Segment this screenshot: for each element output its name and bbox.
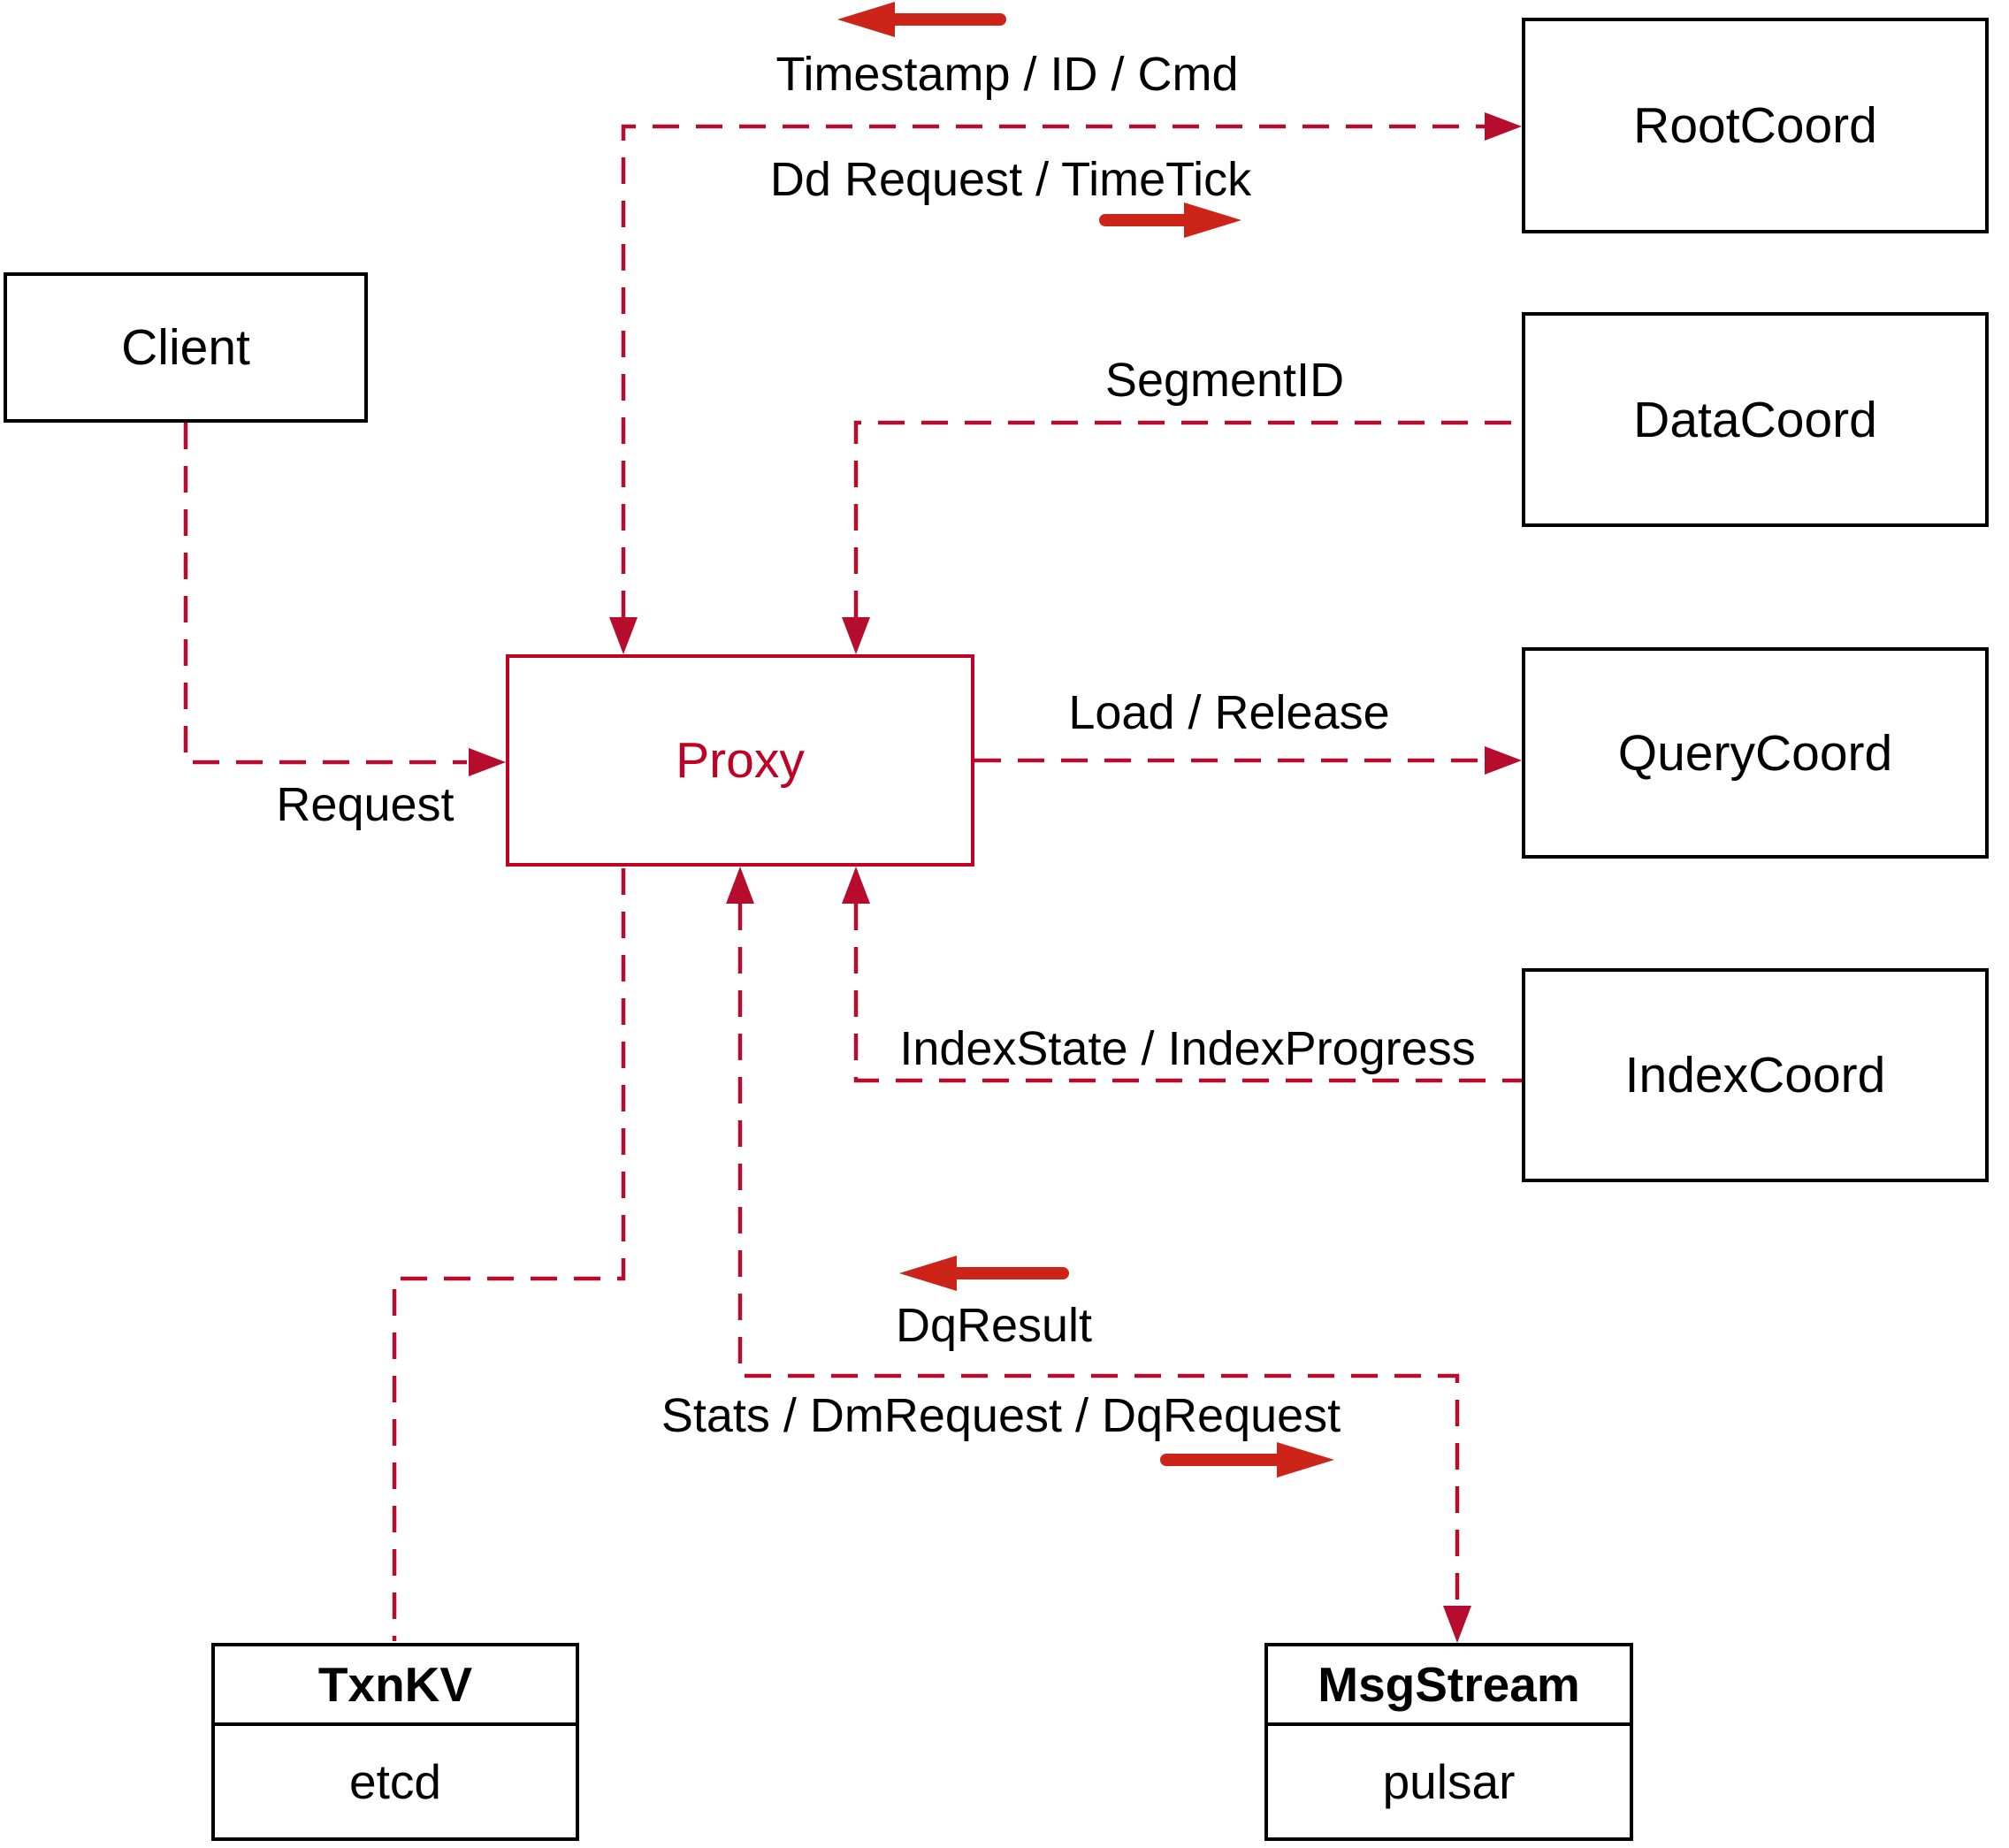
node-msgstream-title: MsgStream — [1268, 1646, 1630, 1726]
node-querycoord-label: QueryCoord — [1617, 724, 1893, 782]
node-rootcoord: RootCoord — [1522, 18, 1989, 233]
edge-label-index-state-progress: IndexState / IndexProgress — [899, 1022, 1476, 1075]
edge-label-load-release: Load / Release — [1068, 686, 1390, 739]
edge-indexcoord-proxy — [842, 867, 1522, 1083]
node-querycoord: QueryCoord — [1522, 647, 1989, 859]
node-indexcoord-label: IndexCoord — [1624, 1047, 1886, 1103]
node-proxy: Proxy — [506, 654, 974, 867]
direction-arrow-stats-right — [1160, 1442, 1334, 1478]
edge-label-dq-result: DqResult — [895, 1299, 1093, 1352]
edge-proxy-msgstream — [726, 867, 1471, 1643]
edge-datacoord-proxy — [842, 420, 1522, 654]
node-client-label: Client — [121, 319, 250, 376]
node-msgstream-subtitle: pulsar — [1382, 1754, 1516, 1809]
edge-proxy-txnkv — [392, 868, 626, 1641]
node-datacoord: DataCoord — [1522, 312, 1989, 527]
node-datacoord-label: DataCoord — [1633, 391, 1877, 448]
edge-label-timestamp-id-cmd: Timestamp / ID / Cmd — [775, 48, 1239, 101]
edge-label-dd-request-timetick: Dd Request / TimeTick — [769, 153, 1252, 206]
node-rootcoord-label: RootCoord — [1633, 97, 1877, 154]
direction-arrow-ddrequest-right — [1099, 202, 1241, 238]
node-msgstream: MsgStream pulsar — [1264, 1643, 1633, 1841]
node-txnkv-subtitle: etcd — [349, 1754, 441, 1809]
edge-client-proxy — [183, 423, 506, 776]
node-proxy-label: Proxy — [676, 732, 805, 789]
node-txnkv: TxnKV etcd — [211, 1643, 579, 1841]
edge-label-request: Request — [276, 778, 455, 831]
edge-proxy-rootcoord — [609, 112, 1522, 654]
direction-arrow-timestamp-left — [837, 2, 1006, 37]
edge-label-segment-id: SegmentID — [1104, 354, 1345, 407]
node-client: Client — [4, 272, 368, 423]
edge-label-stats-dm-dq: Stats / DmRequest / DqRequest — [661, 1389, 1341, 1442]
direction-arrow-dqresult-left — [899, 1256, 1069, 1291]
edge-proxy-querycoord — [974, 746, 1522, 775]
node-txnkv-title: TxnKV — [215, 1646, 576, 1726]
node-indexcoord: IndexCoord — [1522, 968, 1989, 1182]
